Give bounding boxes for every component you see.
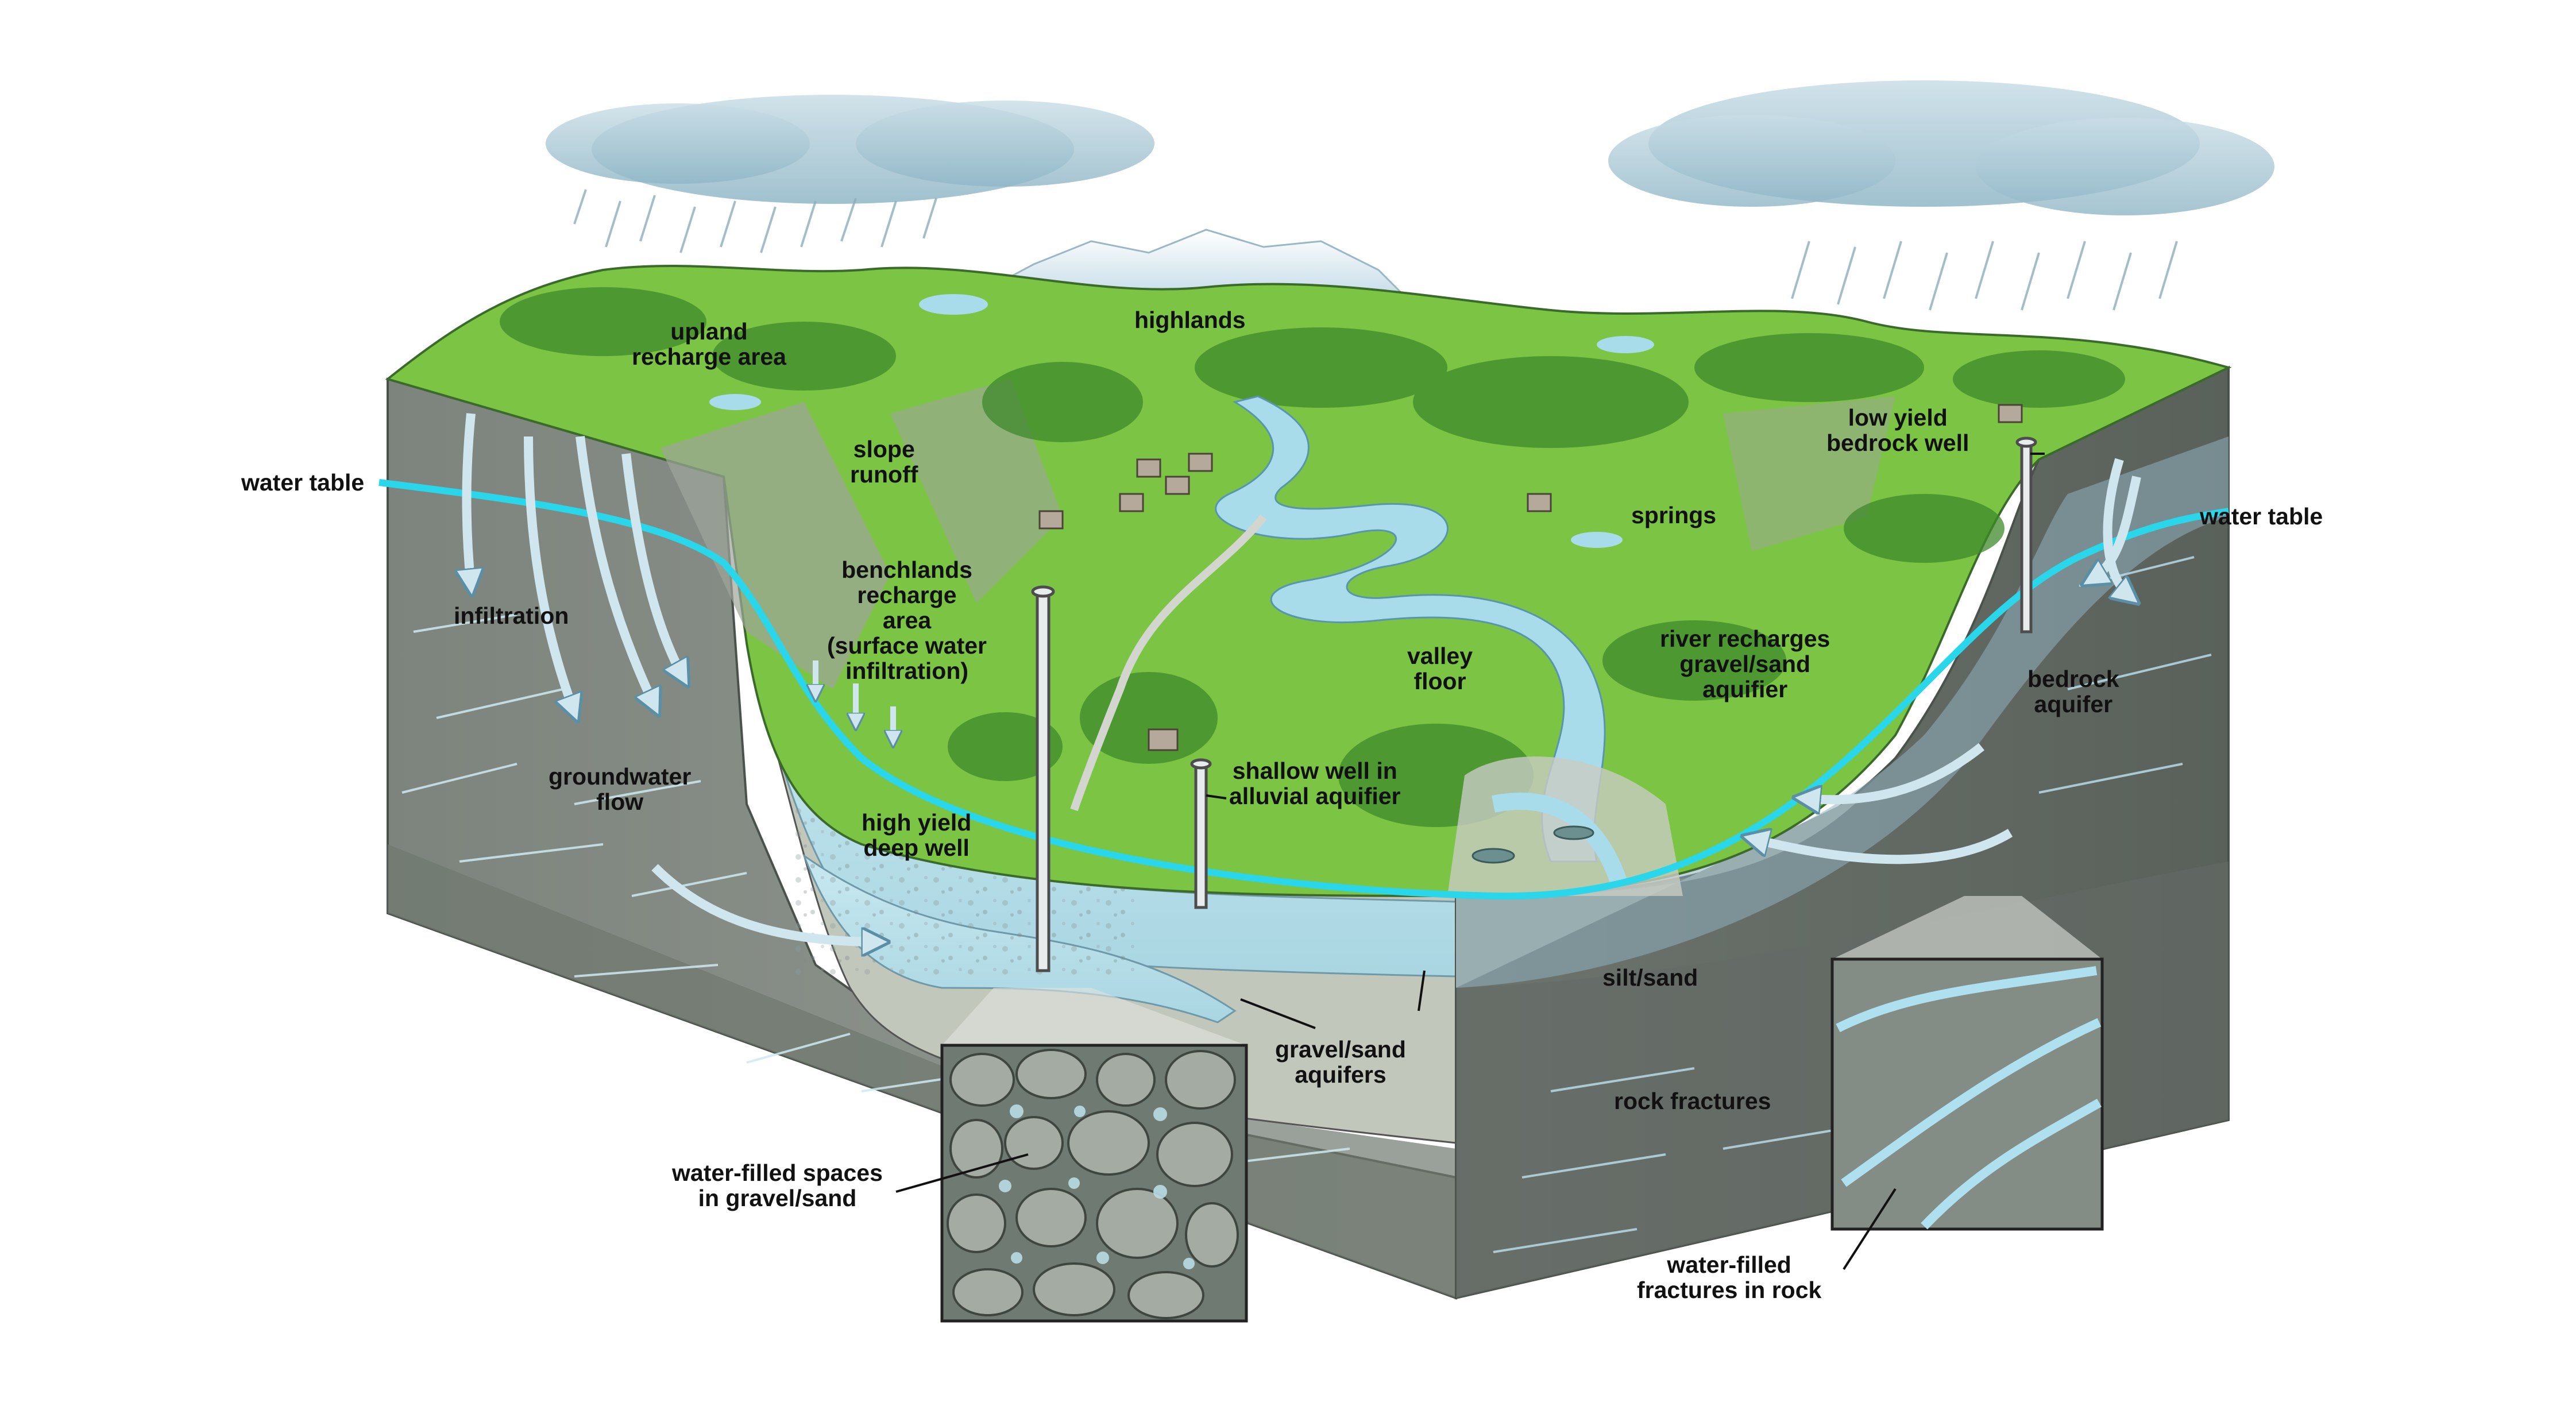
label-line: water-filled <box>1637 1252 1821 1277</box>
label-line: aquifers <box>1275 1062 1406 1087</box>
label-water-table-right: water table <box>2200 504 2323 529</box>
label-line: slope <box>850 436 918 462</box>
label-shallow-well: shallow well in alluvial aquifier <box>1229 758 1401 809</box>
label-line: bedrock well <box>1826 430 1969 455</box>
label-slope-runoff: slope runoff <box>850 436 918 487</box>
label-line: upland <box>632 319 786 344</box>
label-line: infiltration) <box>827 658 987 683</box>
label-line: flow <box>549 789 691 814</box>
label-silt-sand: silt/sand <box>1602 965 1698 990</box>
label-bedrock-aquifer: bedrock aquifer <box>2027 666 2119 717</box>
label-line: recharge area <box>632 344 786 369</box>
label-line: fractures in rock <box>1637 1277 1821 1303</box>
fracture-inset <box>1832 959 2102 1229</box>
label-water-table-left: water table <box>241 470 364 495</box>
label-line: gravel/sand <box>1660 651 1830 677</box>
label-rock-fractures: rock fractures <box>1614 1088 1771 1114</box>
label-line: (surface water <box>827 633 987 658</box>
label-highlands: highlands <box>1134 307 1246 333</box>
label-line: aquifier <box>1660 677 1830 702</box>
label-infiltration: infiltration <box>454 603 569 628</box>
label-line: aquifer <box>2027 692 2119 717</box>
label-benchlands: benchlands recharge area (surface water … <box>827 557 987 683</box>
label-line: high yield <box>862 810 971 835</box>
label-groundwater-flow: groundwater flow <box>549 764 691 814</box>
label-springs: springs <box>1631 503 1716 528</box>
label-line: valley <box>1407 643 1473 669</box>
label-line: river recharges <box>1660 626 1830 651</box>
label-line: in gravel/sand <box>672 1185 883 1211</box>
label-line: alluvial aquifier <box>1229 783 1401 809</box>
label-line: recharge <box>827 582 987 608</box>
label-line: shallow well in <box>1229 758 1401 783</box>
label-line: benchlands <box>827 557 987 582</box>
cloud-icon <box>1608 80 2274 215</box>
label-line: floor <box>1407 669 1473 694</box>
label-gravel-sand-aquifers: gravel/sand aquifers <box>1275 1037 1406 1087</box>
label-water-filled-fractures: water-filled fractures in rock <box>1637 1252 1821 1303</box>
label-valley-floor: valley floor <box>1407 643 1473 694</box>
label-line: runoff <box>850 462 918 487</box>
label-low-yield-well: low yield bedrock well <box>1826 405 1969 455</box>
label-line: bedrock <box>2027 666 2119 692</box>
label-water-filled-spaces: water-filled spaces in gravel/sand <box>672 1160 883 1211</box>
label-river-recharges: river recharges gravel/sand aquifier <box>1660 626 1830 702</box>
label-line: low yield <box>1826 405 1969 430</box>
label-line: gravel/sand <box>1275 1037 1406 1062</box>
cloud-icon <box>546 95 1154 204</box>
label-line: water-filled spaces <box>672 1160 883 1185</box>
gravel-inset <box>942 1045 1246 1321</box>
label-upland-recharge: upland recharge area <box>632 319 786 369</box>
label-line: area <box>827 608 987 633</box>
label-line: deep well <box>862 835 971 860</box>
label-line: groundwater <box>549 764 691 789</box>
label-high-yield-well: high yield deep well <box>862 810 971 860</box>
